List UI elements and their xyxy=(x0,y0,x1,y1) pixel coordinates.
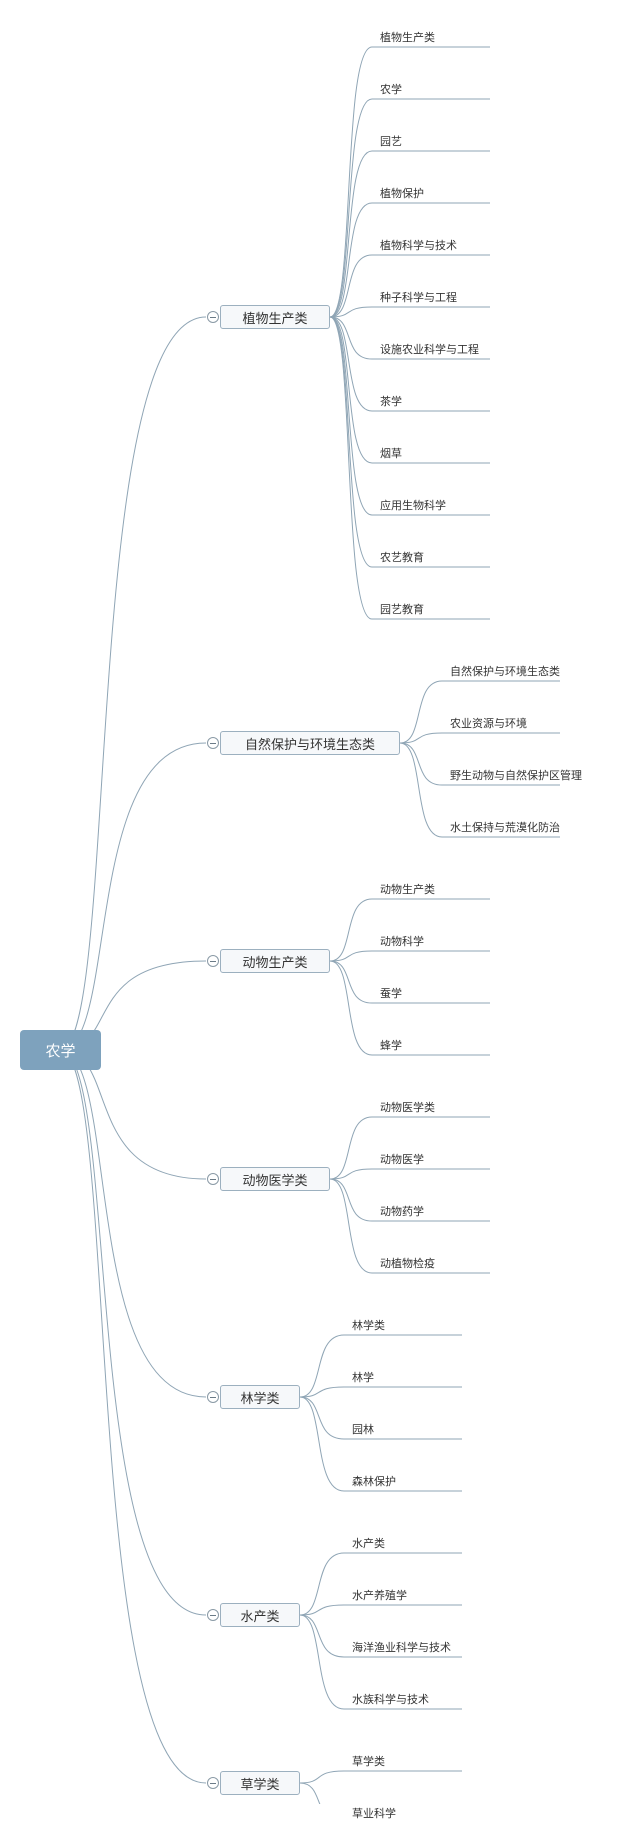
leaf-connector xyxy=(329,316,373,620)
leaf-item[interactable]: 农业资源与环境 xyxy=(450,717,527,730)
leaf-item[interactable]: 水产类 xyxy=(352,1537,385,1550)
leaf-item[interactable]: 海洋渔业科学与技术 xyxy=(352,1641,451,1654)
leaf-item[interactable]: 水土保持与荒漠化防治 xyxy=(450,821,560,834)
leaf-item[interactable]: 林学类 xyxy=(352,1319,385,1332)
leaf-connector xyxy=(399,680,443,744)
leaf-item[interactable]: 草业科学 xyxy=(352,1807,396,1820)
leaf-item[interactable]: 动植物检疫 xyxy=(380,1257,435,1270)
root-connector xyxy=(59,742,207,1051)
collapse-toggle-icon[interactable] xyxy=(207,1173,219,1185)
leaf-item[interactable]: 动物生产类 xyxy=(380,883,435,896)
leaf-item[interactable]: 动物药学 xyxy=(380,1205,424,1218)
leaf-item[interactable]: 茶学 xyxy=(380,395,402,408)
category-node[interactable]: 动物医学类 xyxy=(220,1167,330,1191)
leaf-connector xyxy=(329,316,373,568)
leaf-connector xyxy=(329,1116,373,1180)
leaf-item[interactable]: 植物生产类 xyxy=(380,31,435,44)
leaf-item[interactable]: 水族科学与技术 xyxy=(352,1693,429,1706)
leaf-connector xyxy=(299,1552,345,1616)
leaf-item[interactable]: 自然保护与环境生态类 xyxy=(450,665,560,678)
root-connector xyxy=(59,1049,207,1616)
leaf-item[interactable]: 动物医学类 xyxy=(380,1101,435,1114)
root-node[interactable]: 农学 xyxy=(20,1030,101,1070)
leaf-connector xyxy=(299,1396,345,1492)
leaf-connector xyxy=(329,1178,373,1274)
leaf-connector xyxy=(329,1168,373,1180)
leaf-connector xyxy=(329,898,373,962)
leaf-connector xyxy=(399,732,443,744)
leaf-item[interactable]: 种子科学与工程 xyxy=(380,291,457,304)
leaf-connector xyxy=(299,1614,345,1710)
leaf-connector xyxy=(299,1782,321,1804)
leaf-connector xyxy=(329,98,373,318)
leaf-item[interactable]: 动物科学 xyxy=(380,935,424,948)
leaf-item[interactable]: 林学 xyxy=(352,1371,374,1384)
category-node[interactable]: 林学类 xyxy=(220,1385,300,1409)
leaf-connector xyxy=(399,742,443,786)
leaf-connector xyxy=(329,960,373,1056)
leaf-connector xyxy=(299,1386,345,1398)
leaf-connector xyxy=(329,254,373,318)
leaf-connector xyxy=(299,1614,345,1658)
leaf-connector xyxy=(299,1396,345,1440)
collapse-toggle-icon[interactable] xyxy=(207,1777,219,1789)
leaf-connector xyxy=(299,1604,345,1616)
leaf-item[interactable]: 园艺教育 xyxy=(380,603,424,616)
collapse-toggle-icon[interactable] xyxy=(207,737,219,749)
root-connector xyxy=(59,316,207,1051)
root-connector xyxy=(59,1049,207,1784)
category-node[interactable]: 动物生产类 xyxy=(220,949,330,973)
leaf-item[interactable]: 园林 xyxy=(352,1423,374,1436)
leaf-item[interactable]: 蚕学 xyxy=(380,987,402,1000)
leaf-item[interactable]: 烟草 xyxy=(380,447,402,460)
leaf-connector xyxy=(329,202,373,318)
leaf-connector xyxy=(329,46,373,318)
leaf-connector xyxy=(329,306,373,318)
collapse-toggle-icon[interactable] xyxy=(207,955,219,967)
leaf-item[interactable]: 蜂学 xyxy=(380,1039,402,1052)
leaf-connector xyxy=(399,742,443,838)
collapse-toggle-icon[interactable] xyxy=(207,1391,219,1403)
leaf-item[interactable]: 植物保护 xyxy=(380,187,424,200)
leaf-connector xyxy=(329,316,373,516)
leaf-item[interactable]: 农艺教育 xyxy=(380,551,424,564)
leaf-item[interactable]: 水产养殖学 xyxy=(352,1589,407,1602)
leaf-connector xyxy=(329,316,373,360)
category-node[interactable]: 自然保护与环境生态类 xyxy=(220,731,400,755)
leaf-connector xyxy=(329,950,373,962)
collapse-toggle-icon[interactable] xyxy=(207,311,219,323)
leaf-item[interactable]: 植物科学与技术 xyxy=(380,239,457,252)
category-node[interactable]: 水产类 xyxy=(220,1603,300,1627)
leaf-item[interactable]: 应用生物科学 xyxy=(380,499,446,512)
root-connector xyxy=(59,1049,207,1398)
category-node[interactable]: 植物生产类 xyxy=(220,305,330,329)
leaf-item[interactable]: 农学 xyxy=(380,83,402,96)
leaf-connector xyxy=(329,150,373,318)
leaf-item[interactable]: 野生动物与自然保护区管理 xyxy=(450,769,582,782)
leaf-connector xyxy=(329,1178,373,1222)
leaf-item[interactable]: 园艺 xyxy=(380,135,402,148)
leaf-item[interactable]: 动物医学 xyxy=(380,1153,424,1166)
leaf-connector xyxy=(299,1770,345,1784)
leaf-connector xyxy=(329,316,373,464)
collapse-toggle-icon[interactable] xyxy=(207,1609,219,1621)
category-node[interactable]: 草学类 xyxy=(220,1771,300,1795)
leaf-connector xyxy=(329,960,373,1004)
leaf-item[interactable]: 森林保护 xyxy=(352,1475,396,1488)
leaf-item[interactable]: 草学类 xyxy=(352,1755,385,1768)
leaf-item[interactable]: 设施农业科学与工程 xyxy=(380,343,479,356)
leaf-connector xyxy=(329,316,373,412)
leaf-connector xyxy=(299,1334,345,1398)
